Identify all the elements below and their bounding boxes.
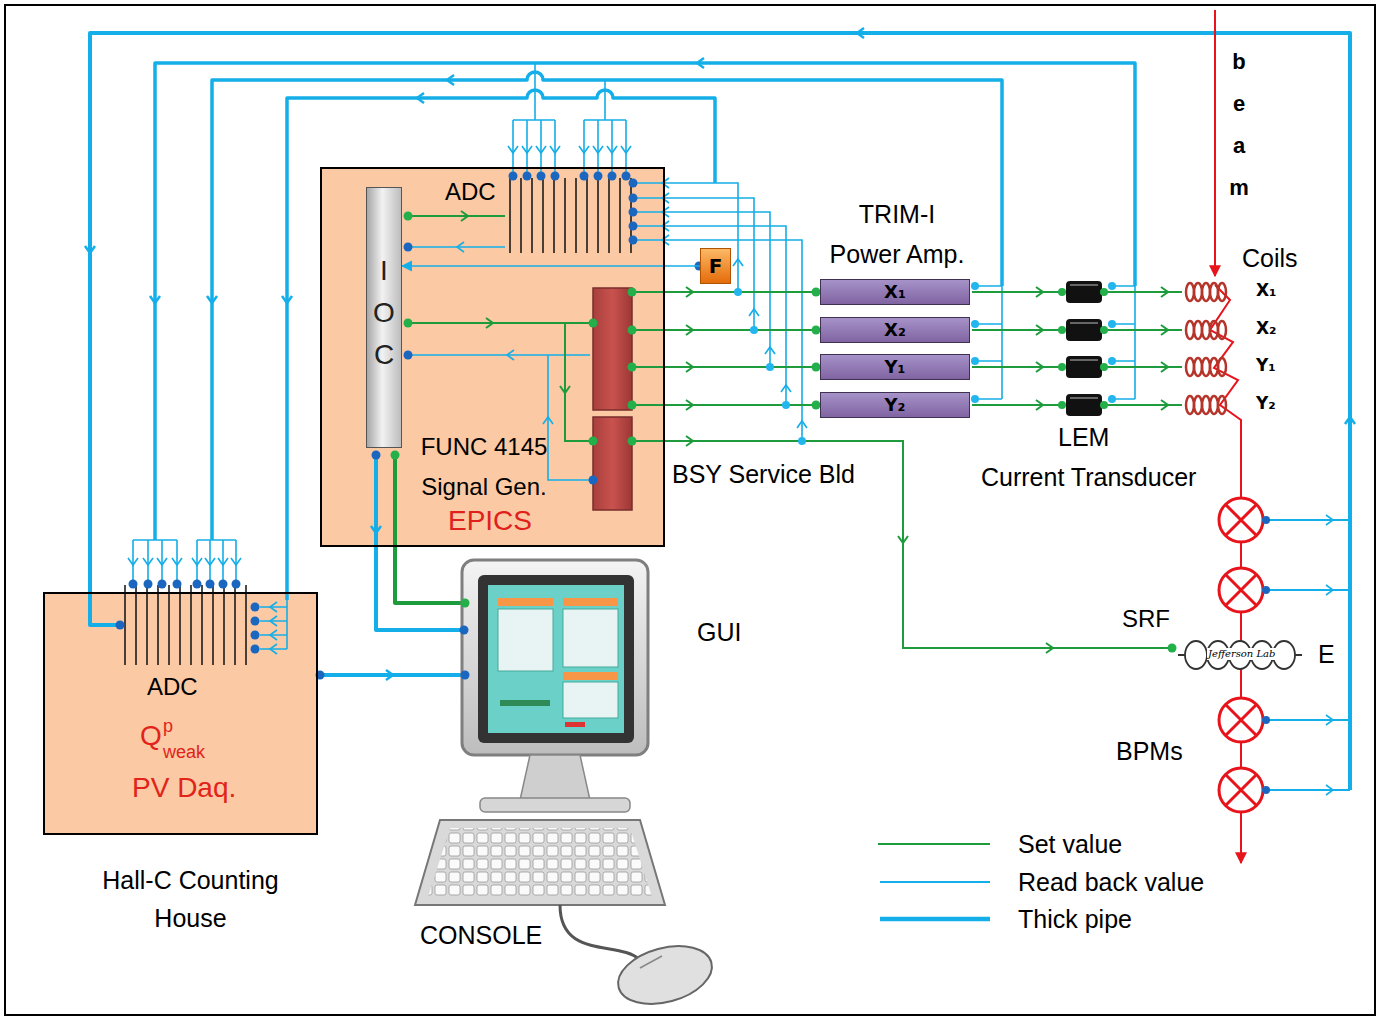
- building-label: BSY Service Bld: [672, 460, 855, 489]
- gui-label: GUI: [697, 618, 741, 647]
- power-amplifier: Y₁: [820, 354, 970, 380]
- amp-channel-label: X₁: [884, 282, 906, 302]
- epics-crate: ADC FUNC 4145 Signal Gen.EPICS I O C: [320, 167, 665, 547]
- coil-name: X₂: [1256, 319, 1277, 339]
- adc-label: ADC: [445, 178, 496, 206]
- daq-title-subscript: weak: [163, 742, 205, 763]
- epics-label: EPICS: [435, 505, 545, 537]
- legend-text: Read back value: [1018, 868, 1204, 897]
- coils-label: Coils: [1242, 244, 1298, 273]
- amp-channel-label: Y₂: [885, 395, 906, 415]
- ioc-label: I O C: [370, 250, 398, 376]
- daq-crate: ADC Qp weak PV Daq.: [43, 592, 318, 835]
- counting-house-label: Hall-C Counting House: [83, 861, 298, 937]
- amplifier-title: TRIM-I Power Amp.: [824, 194, 970, 274]
- daq-title-superscript: p: [163, 716, 173, 737]
- srf-label: SRF: [1122, 605, 1170, 633]
- transducer-label: Current Transducer: [981, 463, 1196, 492]
- lab-logo-text: Jefferson Lab: [1207, 648, 1277, 660]
- amp-channel-label: X₂: [884, 320, 906, 340]
- daq-title-letter: Q: [140, 720, 162, 752]
- coil-name: Y₂: [1256, 394, 1276, 414]
- transducer-label: LEM: [1058, 423, 1108, 452]
- amp-channel-label: Y₁: [885, 357, 906, 377]
- signal-generator-label: FUNC 4145 Signal Gen.: [403, 427, 565, 507]
- coil-name: X₁: [1256, 281, 1277, 301]
- filter-box: F: [700, 248, 731, 284]
- filter-label: F: [709, 255, 723, 277]
- beam-label: b e a m: [1227, 41, 1251, 209]
- adc-label: ADC: [147, 673, 198, 701]
- coil-name: Y₁: [1256, 356, 1276, 376]
- console-label: CONSOLE: [420, 921, 542, 950]
- power-amplifier: X₂: [820, 317, 970, 343]
- legend-text: Thick pipe: [1018, 905, 1132, 934]
- legend-text: Set value: [1018, 830, 1122, 859]
- energy-label: E: [1318, 640, 1335, 669]
- readback-connector: [402, 265, 700, 267]
- power-amplifier: Y₂: [820, 392, 970, 418]
- power-amplifier: X₁: [820, 279, 970, 305]
- bpm-label: BPMs: [1116, 737, 1183, 766]
- daq-title: PV Daq.: [132, 772, 236, 804]
- ioc-crate: I O C: [366, 187, 402, 448]
